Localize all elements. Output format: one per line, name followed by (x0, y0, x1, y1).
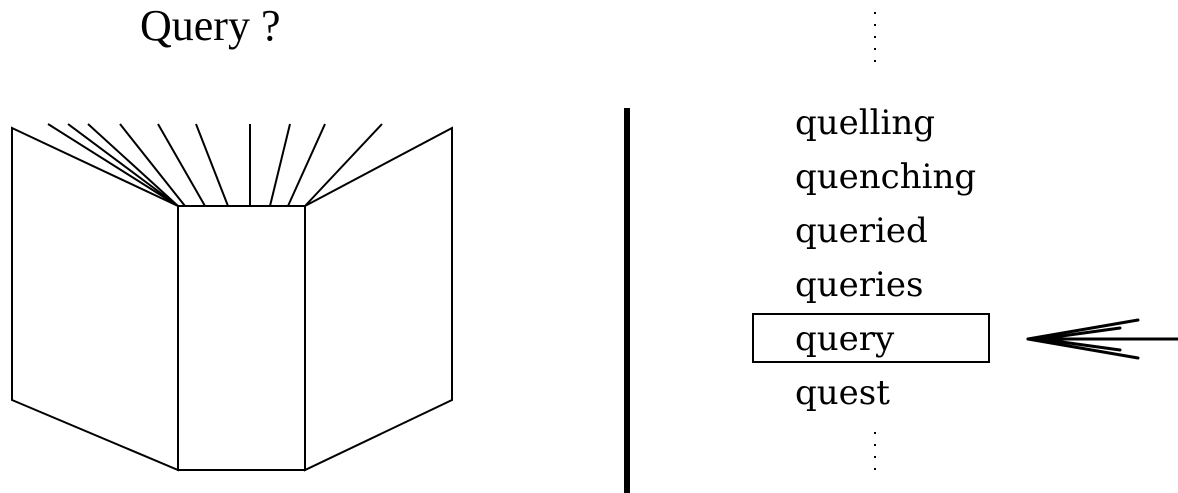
word-item: quenching (795, 150, 976, 204)
selected-word-box (752, 313, 990, 363)
left-arrow-icon (1020, 314, 1178, 364)
ellipsis-top (872, 10, 878, 70)
vertical-divider (624, 108, 630, 493)
query-title: Query ? (140, 4, 281, 48)
ellipsis-bottom (872, 430, 878, 485)
word-item: quelling (795, 96, 976, 150)
word-item: queried (795, 204, 976, 258)
word-item: quest (795, 366, 976, 420)
open-book-icon (0, 110, 470, 490)
word-item: queries (795, 258, 976, 312)
